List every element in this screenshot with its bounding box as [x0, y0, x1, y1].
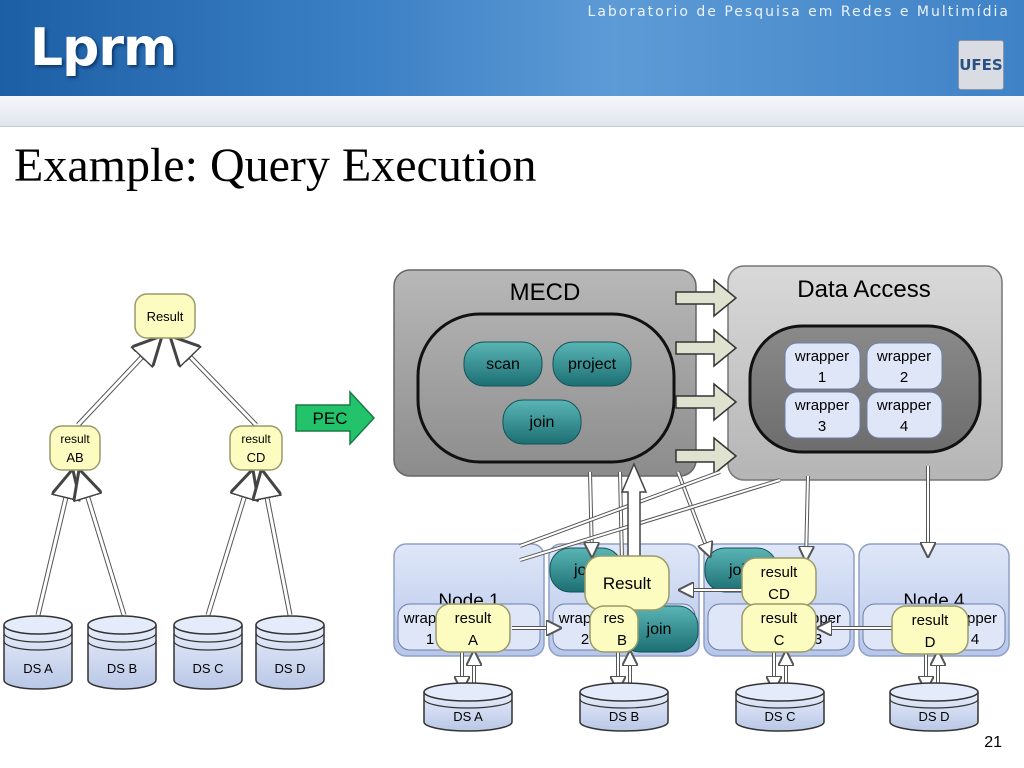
op-join: join — [502, 399, 582, 445]
result-d: result D — [891, 605, 969, 655]
svg-text:2: 2 — [581, 631, 589, 648]
bottom-disk-c: DS C — [735, 682, 825, 732]
svg-text:wrapper: wrapper — [794, 348, 849, 365]
mecd-title: MECD — [510, 279, 581, 306]
result-b: res B — [589, 605, 639, 653]
data-access-title: Data Access — [797, 276, 930, 303]
svg-text:wrapper: wrapper — [794, 397, 849, 414]
result-a: result A — [435, 603, 511, 653]
svg-text:res: res — [604, 610, 625, 627]
svg-text:result: result — [761, 610, 799, 627]
svg-text:DS C: DS C — [764, 709, 795, 724]
result-main: Result — [584, 555, 670, 611]
svg-text:result: result — [761, 564, 799, 581]
svg-text:2: 2 — [900, 369, 908, 386]
svg-text:CD: CD — [768, 586, 790, 603]
svg-text:AB: AB — [66, 450, 83, 465]
query-tree: Result result AB result CD DS A DS B — [3, 293, 325, 690]
op-scan: scan — [463, 341, 543, 387]
svg-text:wrapper: wrapper — [876, 397, 931, 414]
svg-text:Result: Result — [603, 574, 651, 593]
svg-text:4: 4 — [900, 418, 908, 435]
tree-disk-d: DS D — [255, 615, 325, 690]
flow-arrows — [462, 462, 938, 690]
bottom-disk-d: DS D — [889, 682, 979, 732]
svg-text:DS B: DS B — [107, 661, 137, 676]
tree-result-ab: result AB — [49, 425, 101, 471]
svg-text:joi: joi — [728, 562, 745, 579]
svg-text:3: 3 — [814, 631, 822, 648]
tree-result-cd: result CD — [229, 425, 283, 471]
lprm-logo: Lprm — [30, 18, 177, 78]
lab-name: Laboratorio de Pesquisa em Redes e Multi… — [587, 4, 1010, 20]
tree-disk-a: DS A — [3, 615, 73, 690]
svg-text:1: 1 — [426, 631, 434, 648]
svg-text:DS B: DS B — [609, 709, 639, 724]
svg-text:wrapper: wrapper — [876, 348, 931, 365]
tree-result-root: Result — [134, 293, 196, 339]
ufes-logo: UFES — [958, 40, 1004, 90]
svg-text:result: result — [60, 432, 90, 446]
svg-text:join: join — [646, 621, 672, 638]
svg-text:DS D: DS D — [918, 709, 949, 724]
header-strip — [0, 96, 1024, 127]
tree-disk-c: DS C — [173, 615, 243, 690]
page-number: 21 — [984, 734, 1002, 751]
da-wrapper-2: wrapper 2 — [866, 342, 943, 390]
result-cd: result CD — [741, 557, 817, 607]
tree-root-label: Result — [147, 309, 184, 324]
bottom-disk-b: DS B — [579, 682, 669, 732]
svg-text:3: 3 — [818, 418, 826, 435]
svg-text:DS D: DS D — [274, 661, 305, 676]
data-access-panel: Data Access wrapper 1 wrapper 2 wrapper … — [727, 265, 1003, 481]
bottom-disk-a: DS A — [423, 682, 513, 732]
svg-text:C: C — [774, 632, 785, 649]
svg-text:DS C: DS C — [192, 661, 223, 676]
tree-disk-b: DS B — [87, 615, 157, 690]
svg-text:join: join — [529, 414, 555, 431]
svg-text:4: 4 — [971, 631, 979, 648]
svg-text:DS A: DS A — [453, 709, 483, 724]
op-project: project — [552, 341, 632, 387]
result-c: result C — [741, 603, 817, 653]
svg-text:CD: CD — [247, 450, 266, 465]
svg-text:PEC: PEC — [313, 409, 348, 428]
pec-arrow: PEC — [295, 390, 376, 446]
header-banner: Lprm Laboratorio de Pesquisa em Redes e … — [0, 0, 1024, 96]
da-wrapper-4: wrapper 4 — [866, 391, 943, 439]
svg-text:wrap: wrap — [403, 610, 437, 627]
svg-text:result: result — [455, 610, 493, 627]
svg-text:result: result — [912, 612, 950, 629]
svg-text:scan: scan — [486, 356, 520, 373]
svg-text:DS A: DS A — [23, 661, 53, 676]
mecd-panel: MECD scan project join — [393, 269, 697, 477]
svg-text:pper: pper — [967, 610, 997, 627]
svg-text:project: project — [568, 356, 617, 373]
svg-text:result: result — [241, 432, 271, 446]
mecd-to-data-access-arrows — [675, 278, 738, 476]
svg-text:wrap: wrap — [558, 610, 592, 627]
da-wrapper-1: wrapper 1 — [784, 342, 861, 390]
svg-text:D: D — [925, 634, 936, 651]
svg-text:1: 1 — [818, 369, 826, 386]
slide-title: Example: Query Execution — [14, 139, 537, 192]
da-wrapper-3: wrapper 3 — [784, 391, 861, 439]
svg-text:B: B — [617, 632, 627, 649]
svg-text:A: A — [468, 632, 478, 649]
